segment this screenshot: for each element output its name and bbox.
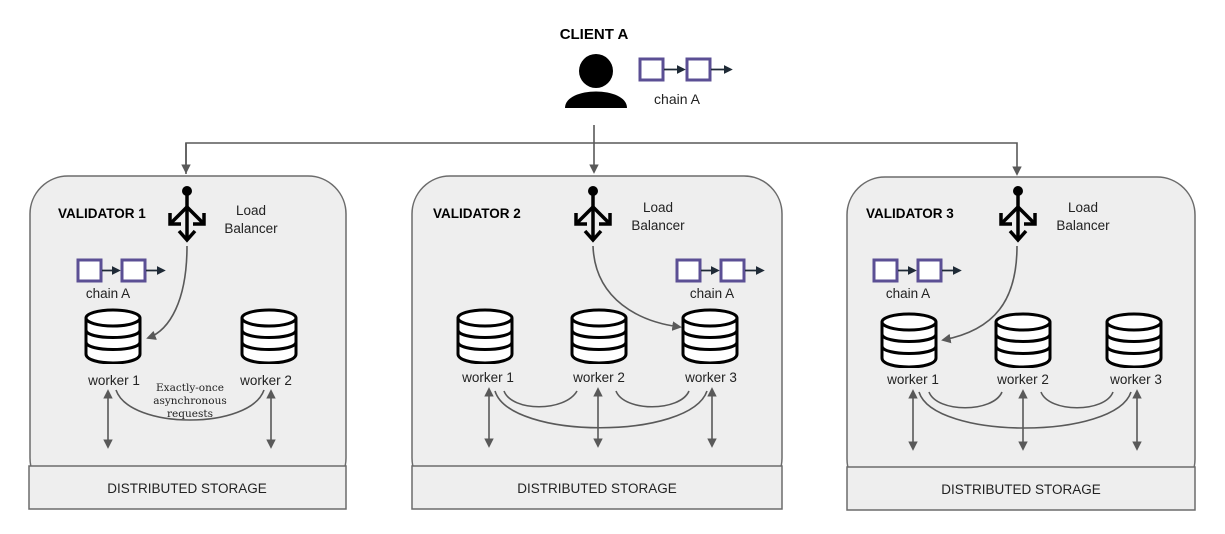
client-chain: chain A xyxy=(638,57,733,107)
validator-title: VALIDATOR 3 xyxy=(866,206,954,221)
load-balancer-label-line1: Load xyxy=(1068,200,1098,215)
load-balancer-label-line2: Balancer xyxy=(631,218,685,233)
annotation-line1: Exactly-once xyxy=(156,382,224,394)
storage-label: DISTRIBUTED STORAGE xyxy=(107,481,267,496)
worker-label: worker 1 xyxy=(461,370,514,385)
worker-database-icon xyxy=(456,308,514,364)
worker-label: worker 3 xyxy=(1109,372,1162,387)
worker-database-icon xyxy=(880,312,938,368)
chain-block-icon xyxy=(685,57,712,82)
validator-1: VALIDATOR 1 Load Balancer chain A worker… xyxy=(28,175,347,510)
worker-label: worker 2 xyxy=(572,370,625,385)
chain-block-icon xyxy=(76,258,103,283)
worker-link xyxy=(115,389,265,421)
worker-database-icon xyxy=(681,308,739,364)
worker-link xyxy=(1040,391,1114,409)
worker-label: worker 1 xyxy=(886,372,939,387)
worker-database-icon xyxy=(84,308,142,364)
annotation-line3: requests xyxy=(167,408,213,420)
validator-title: VALIDATOR 1 xyxy=(58,206,146,221)
client-chain-label: chain A xyxy=(654,91,701,107)
worker-label: worker 3 xyxy=(684,370,737,385)
validator-2: VALIDATOR 2 Load Balancer chain A worker… xyxy=(411,175,783,510)
load-balancer-label-line2: Balancer xyxy=(224,221,278,236)
distributed-storage xyxy=(846,466,1196,511)
worker-link xyxy=(928,391,1003,409)
storage-label: DISTRIBUTED STORAGE xyxy=(941,482,1101,497)
load-balancer-label-line1: Load xyxy=(236,203,266,218)
chain-block-icon xyxy=(675,258,702,283)
worker-database-icon xyxy=(570,308,628,364)
chain-block-icon xyxy=(872,258,899,283)
chain-label: chain A xyxy=(886,286,930,301)
storage-label: DISTRIBUTED STORAGE xyxy=(517,481,677,496)
worker-label: worker 2 xyxy=(239,373,292,388)
worker-link xyxy=(503,390,578,408)
chain-block-icon xyxy=(719,258,746,283)
validator-chain: chain A xyxy=(76,258,166,301)
worker-label: worker 1 xyxy=(87,373,140,388)
validator-3: VALIDATOR 3 Load Balancer chain A worker… xyxy=(846,176,1196,511)
validator-chain: chain A xyxy=(675,258,765,301)
validator-chain: chain A xyxy=(872,258,962,301)
client-title: CLIENT A xyxy=(560,26,629,43)
validator-title: VALIDATOR 2 xyxy=(433,206,521,221)
chain-label: chain A xyxy=(690,286,734,301)
worker-database-icon xyxy=(994,312,1052,368)
user-icon xyxy=(565,54,627,108)
client-a: CLIENT A chain A xyxy=(560,26,733,108)
chain-block-icon xyxy=(638,57,665,82)
worker-database-icon xyxy=(1105,312,1163,368)
distributed-storage xyxy=(28,465,347,510)
worker-link xyxy=(615,390,690,408)
load-balancer-label-line1: Load xyxy=(643,200,673,215)
chain-label: chain A xyxy=(86,286,130,301)
load-balancer-label-line2: Balancer xyxy=(1056,218,1110,233)
client-connectors xyxy=(181,125,1022,176)
worker-database-icon xyxy=(240,308,298,364)
chain-block-icon xyxy=(120,258,147,283)
worker-label: worker 2 xyxy=(996,372,1049,387)
annotation-line2: asynchronous xyxy=(153,395,227,407)
distributed-storage xyxy=(411,465,783,510)
chain-block-icon xyxy=(916,258,943,283)
